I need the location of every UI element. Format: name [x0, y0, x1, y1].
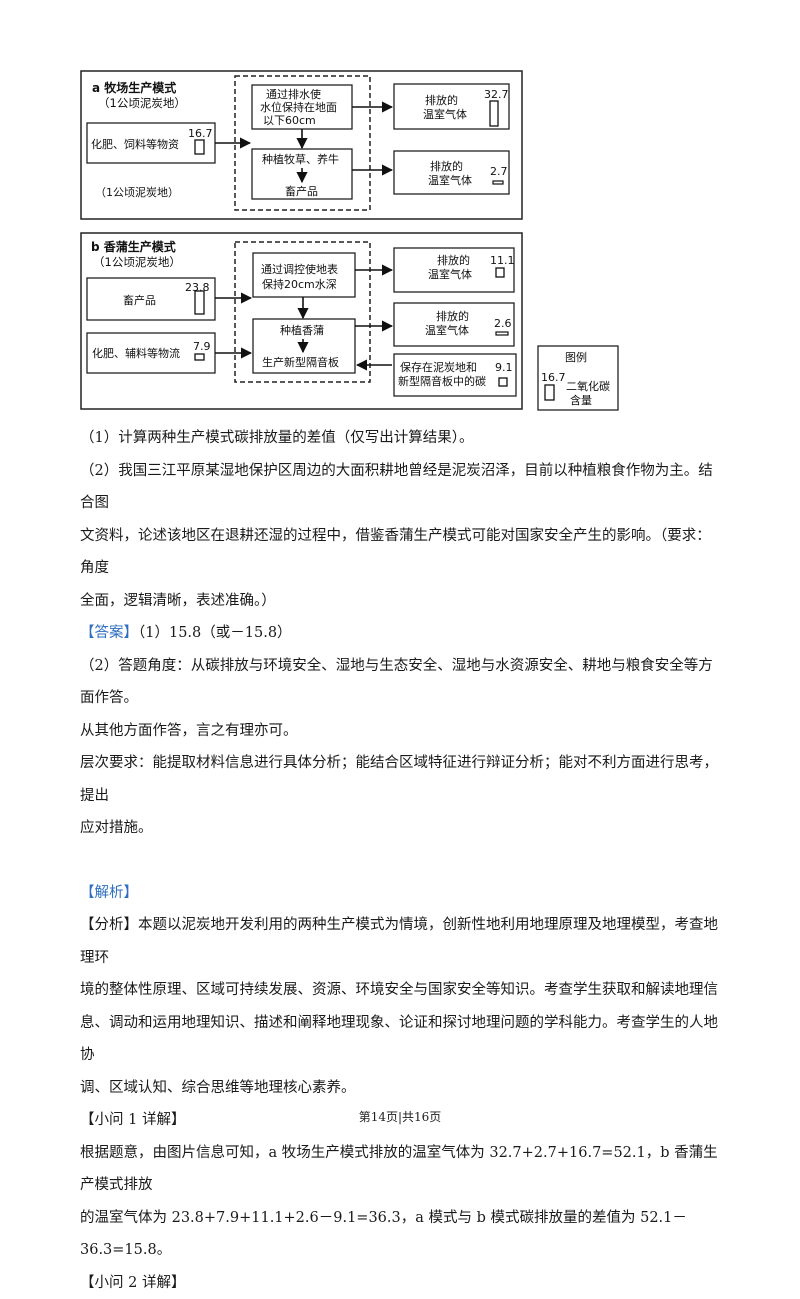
legend-title: 图例 [565, 350, 587, 364]
panel-a-process2: 种植牧草、养牛 [262, 152, 339, 166]
legend-label-line2: 含量 [570, 393, 592, 407]
carbon-emission-diagram: a 牧场生产模式 （1公顷泥炭地） 化肥、饲料等物资 16.7 （1公顷泥炭地）… [0, 0, 800, 420]
answer-tag: 【答案】 [80, 625, 138, 641]
panel-b-output1-bar [496, 268, 504, 277]
analysis-line-2: 境的整体性原理、区域可持续发展、资源、环境安全与国家安全等知识。考查学生获取和解… [80, 974, 720, 1007]
panel-a-output1-line1: 排放的 [425, 93, 458, 107]
panel-a-unit-note: （1公顷泥炭地） [95, 186, 179, 199]
panel-a-title: a 牧场生产模式 [92, 80, 176, 95]
legend-bar [545, 385, 554, 400]
panel-b-process1-line1: 通过调控使地表 [261, 262, 338, 276]
sub-question-1-line-2: 的温室气体为 23.8+7.9+11.1+2.6－9.1=36.3，a 模式与 … [80, 1202, 720, 1267]
answer-2-line-1: （2）答题角度：从碳排放与环境安全、湿地与生态安全、湿地与水资源安全、耕地与粮食… [80, 650, 720, 715]
panel-b-store-value: 9.1 [495, 361, 513, 374]
panel-b-process1-line2: 保持20cm水深 [262, 277, 337, 291]
panel-b-output1-value: 11.1 [490, 254, 515, 267]
legend-value: 16.7 [541, 371, 566, 384]
panel-a-output2-line2: 温室气体 [428, 173, 472, 187]
panel-a-input-value: 16.7 [188, 127, 213, 140]
panel-b-subtitle: （1公顷泥炭地） [93, 255, 181, 269]
panel-b-output2-value: 2.6 [494, 317, 512, 330]
panel-b-output2-bar [496, 332, 508, 335]
panel-b-cattail-mode: b 香蒲生产模式 （1公顷泥炭地） 畜产品 23.8 化肥、辅料等物流 7.9 … [81, 233, 522, 409]
answer-1: （1）15.8（或－15.8） [138, 625, 292, 641]
panel-b-store-line2: 新型隔音板中的碳 [398, 374, 486, 388]
analysis-line-1: 【分析】本题以泥炭地开发利用的两种生产模式为情境，创新性地利用地理原理及地理模型… [80, 909, 720, 974]
panel-a-output1-bar [490, 101, 498, 126]
panel-b-input2-value: 7.9 [193, 340, 211, 353]
panel-a-pasture-mode: a 牧场生产模式 （1公顷泥炭地） 化肥、饲料等物资 16.7 （1公顷泥炭地）… [81, 71, 522, 219]
question-2-line-3: 全面，逻辑清晰，表述准确。） [80, 585, 720, 618]
panel-a-output2-value: 2.7 [490, 165, 508, 178]
panel-b-output2-line2: 温室气体 [425, 323, 469, 337]
panel-b-process2: 种植香蒲 [280, 323, 324, 337]
panel-a-process1-line2: 水位保持在地面 [260, 100, 337, 114]
legend-label-line1: 二氧化碳 [566, 379, 610, 393]
panel-a-output2-bar [493, 181, 503, 184]
answer-3-line-2: 应对措施。 [80, 812, 720, 845]
panel-b-store-line1: 保存在泥炭地和 [400, 360, 477, 374]
panel-a-process1-line1: 通过排水使 [266, 87, 321, 101]
panel-a-output1-line2: 温室气体 [423, 107, 467, 121]
answer-line-1: 【答案】（1）15.8（或－15.8） [80, 617, 720, 650]
legend: 图例 16.7 二氧化碳 含量 [538, 346, 618, 410]
panel-b-output2-line1: 排放的 [436, 309, 469, 323]
panel-a-output2-line1: 排放的 [430, 159, 463, 173]
sub-question-1-line-1: 根据题意，由图片信息可知，a 牧场生产模式排放的温室气体为 32.7+2.7+1… [80, 1137, 720, 1202]
panel-b-store-bar [499, 378, 507, 386]
panel-a-input-bar [195, 140, 204, 154]
panel-b-input1-bar [195, 291, 204, 314]
answer-3-line-1: 层次要求：能提取材料信息进行具体分析；能结合区域特征进行辩证分析；能对不利方面进… [80, 747, 720, 812]
question-1: （1）计算两种生产模式碳排放量的差值（仅写出计算结果）。 [80, 422, 720, 455]
panel-b-output1-line2: 温室气体 [428, 267, 472, 281]
panel-a-process3: 畜产品 [285, 184, 318, 198]
panel-b-process3: 生产新型隔音板 [262, 355, 339, 369]
question-2-line-1: （2）我国三江平原某湿地保护区周边的大面积耕地曾经是泥炭沼泽，目前以种植粮食作物… [80, 455, 720, 520]
sub-question-2-title: 【小问 2 详解】 [80, 1267, 720, 1299]
analysis-line-3: 息、调动和运用地理知识、描述和阐释地理现象、论证和探讨地理问题的学科能力。考查学… [80, 1007, 720, 1072]
panel-b-input2-bar [195, 354, 204, 360]
panel-b-title: b 香蒲生产模式 [91, 239, 176, 254]
question-2-line-2: 文资料，论述该地区在退耕还湿的过程中，借鉴香蒲生产模式可能对国家安全产生的影响。… [80, 520, 720, 585]
question-body: （1）计算两种生产模式碳排放量的差值（仅写出计算结果）。 （2）我国三江平原某湿… [80, 422, 720, 1299]
panel-a-process1-line3: 以下60cm [263, 114, 316, 127]
page-footer: 第14页|共16页 [0, 1108, 800, 1125]
analysis-tag: 【解析】 [80, 877, 720, 910]
panel-b-input2-label: 化肥、辅料等物流 [92, 346, 180, 360]
panel-a-subtitle: （1公顷泥炭地） [98, 96, 186, 110]
panel-b-output1-line1: 排放的 [437, 253, 470, 267]
panel-a-input-label: 化肥、饲料等物资 [91, 137, 179, 151]
answer-2-line-2: 从其他方面作答，言之有理亦可。 [80, 715, 720, 748]
panel-a-output1-value: 32.7 [484, 88, 509, 101]
panel-b-input1-label: 畜产品 [123, 293, 156, 307]
analysis-line-4: 调、区域认知、综合思维等地理核心素养。 [80, 1072, 720, 1105]
